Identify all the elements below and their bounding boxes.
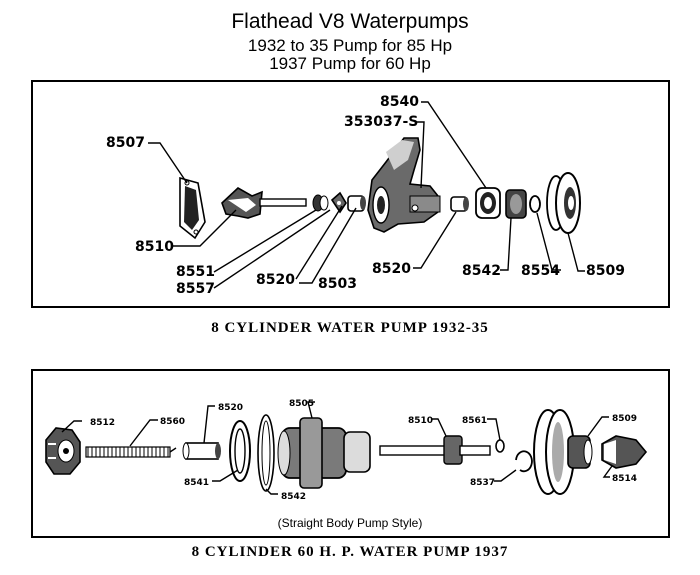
seal-8541	[229, 420, 251, 482]
washer-8561	[495, 439, 505, 453]
label-8512: 8512	[90, 418, 115, 428]
cap-nut-8514	[601, 435, 648, 469]
label-8514: 8514	[612, 474, 637, 484]
label-8542: 8542	[281, 492, 306, 502]
label-8561: 8561	[462, 416, 487, 426]
label-8510: 8510	[408, 416, 433, 426]
label-8542: 8542	[462, 263, 501, 279]
pump-1932-panel	[31, 80, 670, 308]
label-8509: 8509	[612, 414, 637, 424]
bearing-8540	[475, 187, 501, 219]
bushing-8520	[182, 442, 221, 460]
shaft-8510	[379, 435, 491, 465]
label-8537: 8537	[470, 478, 495, 488]
diagram-subtitle-1937: 1937 Pump for 60 Hp	[269, 54, 431, 73]
label-8503: 8503	[318, 276, 357, 292]
pump-1937-panel	[31, 369, 670, 538]
label-8541: 8541	[184, 478, 209, 488]
impeller-shaft-8510	[221, 187, 307, 219]
label-8557: 8557	[176, 281, 215, 297]
label-8505: 8505	[289, 399, 314, 409]
label-8509: 8509	[586, 263, 625, 279]
label-8510: 8510	[135, 239, 174, 255]
label-8507: 8507	[106, 135, 145, 151]
seal-parts-8551-8557	[312, 191, 347, 214]
gasket-8542	[257, 414, 275, 492]
pump-housing	[367, 137, 441, 233]
diagram-subtitle-1932: 1932 to 35 Pump for 85 Hp	[247, 36, 453, 55]
pump-body-8505	[277, 417, 371, 489]
diagram-title: Flathead V8 Waterpumps	[231, 10, 469, 33]
label-8560: 8560	[160, 417, 185, 427]
label-8520-front: 8520	[256, 272, 295, 288]
caption-1937: 8 CYLINDER 60 H. P. WATER PUMP 1937	[191, 544, 509, 560]
bushing-8520-rear	[450, 196, 469, 212]
washer-8554	[529, 195, 541, 213]
pulley-8509	[546, 172, 581, 234]
impeller-8512	[45, 427, 81, 475]
bushing-8503	[347, 195, 366, 212]
gasket-8507	[179, 176, 206, 240]
label-8520: 8520	[218, 403, 243, 413]
snap-ring-8537	[515, 450, 533, 473]
spring-8560	[85, 446, 177, 458]
label-353037-s: 353037-S	[344, 114, 418, 130]
label-8554: 8554	[521, 263, 560, 279]
style-note: (Straight Body Pump Style)	[277, 516, 423, 530]
caption-1932-35: 8 CYLINDER WATER PUMP 1932-35	[211, 320, 489, 336]
pulley-8509-1937	[533, 409, 593, 495]
label-8551: 8551	[176, 264, 215, 280]
packing-nut-8542	[505, 189, 527, 219]
label-8520-rear: 8520	[372, 261, 411, 277]
label-8540: 8540	[380, 94, 419, 110]
